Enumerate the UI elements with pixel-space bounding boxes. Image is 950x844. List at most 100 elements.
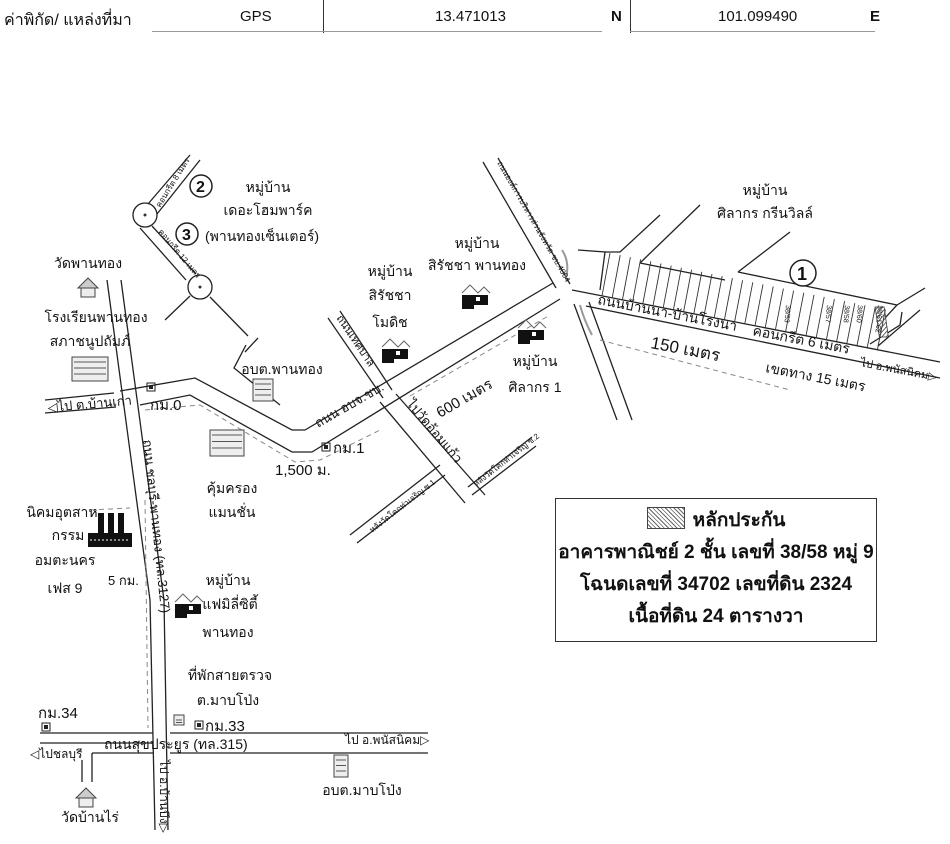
school-icon: [71, 356, 109, 382]
collateral-lot: [874, 306, 889, 338]
lot-divider: [652, 263, 662, 306]
village-icon: [381, 338, 411, 363]
route-dashes: [89, 314, 791, 729]
lot-divider: [764, 286, 774, 328]
km-marker-1: กม.1: [321, 440, 364, 457]
distance-1500m: 1,500 ม.: [275, 462, 331, 479]
road-label-concrete-6m: คอนกรีต 6 เมตร: [751, 322, 851, 357]
marker-2: 2: [189, 174, 213, 198]
road-label-sukprayoon: ถนนสุขประยูร (ทล.315): [104, 736, 248, 753]
road-label-to-phanat-bottom: ไป อ.พนัสนิคม▷: [344, 733, 430, 747]
place-mansion: คุ้มครอง: [207, 480, 258, 497]
place-school: โรงเรียนพานทอง: [44, 309, 147, 325]
lot-divider: [815, 296, 825, 338]
lot-divider: [785, 290, 795, 332]
lot-divider: [734, 280, 744, 322]
road-label-to-ban-bueng: ไป อ.บ้านบึง▷: [157, 759, 171, 834]
temple-icon: [76, 277, 100, 298]
police-box-icon: [173, 714, 185, 726]
road-label-thesaban: ถนนเทศบาล: [334, 313, 377, 369]
lot-divider: [683, 269, 693, 312]
place-amata-estate: อมตะนคร: [35, 552, 96, 568]
collateral-legend: หลักประกัน อาคารพาณิชย์ 2 ชั้น เลขที่ 38…: [555, 498, 877, 642]
hatch-swatch-icon: [646, 507, 685, 529]
place-obt-mabpong: อบต.มาบโป่ง: [322, 782, 402, 798]
svg-text:2: 2: [196, 179, 205, 196]
underline: [152, 31, 602, 32]
place-sirat-modish: โมดิช: [372, 314, 407, 330]
divider: [630, 0, 631, 33]
road-sukprayoon: [40, 732, 428, 782]
place-family-city: หมู่บ้าน: [206, 572, 251, 589]
road-label-soi-2: หลังวัดโคกท่าเจริญ ซ.2: [471, 431, 541, 489]
distance-5km: 5 กม.: [108, 573, 139, 588]
place-silakorn-greenville: หมู่บ้าน: [743, 182, 788, 199]
place-amata-estate: เฟส 9: [48, 580, 83, 596]
lot-number: 38/58: [841, 305, 850, 323]
place-amata-estate: กรรม: [52, 527, 85, 543]
place-sirat-modish: สิรัชชา: [369, 287, 412, 303]
lot-divider: [621, 257, 631, 300]
village-icon: [517, 319, 547, 344]
lot-divider: [795, 292, 805, 334]
lot-divider: [754, 284, 764, 326]
lot-number: 38/57: [823, 305, 832, 323]
place-wat-phanthong: วัดพานทอง: [54, 255, 122, 271]
road-label-to-phanat-top: ไป อ.พนัสนิคม▷: [858, 356, 938, 384]
coordinate-header: ค่าพิกัด/ แหล่งที่มา GPS 13.471013 N 101…: [0, 0, 950, 36]
temple-icon: [74, 787, 98, 808]
lot-divider: [836, 301, 846, 342]
svg-text:กม.0: กม.0: [150, 397, 181, 414]
village-icon: [461, 284, 491, 309]
lot-divider: [856, 305, 866, 346]
lot-number: 38/60: [854, 305, 863, 323]
place-school: สภาชนูปถัมภ์: [50, 333, 131, 350]
legend-deed: โฉนดเลขที่ 34702 เลขที่ดิน 2324: [579, 574, 853, 595]
lot-divider: [866, 307, 876, 348]
factory-icon: [88, 513, 132, 547]
lot-number: 38/53: [782, 305, 791, 323]
legend-collateral-label: หลักประกัน: [692, 510, 786, 531]
road-label-soi-1: หลังวัดโคกท่าเจริญ ซ.1: [367, 477, 437, 535]
road-to-ban-kao: [44, 392, 117, 414]
government-office-icon: [333, 754, 349, 778]
lot-divider: [825, 298, 835, 340]
lot-divider: [744, 282, 754, 324]
lot-divider: [713, 275, 723, 318]
road-oborjor: [119, 282, 561, 453]
lot-divider: [632, 259, 642, 302]
place-the-home-park: หมู่บ้าน: [246, 179, 291, 196]
marker-1: 1: [789, 259, 817, 287]
place-amata-estate: นิคมอุตสาห: [26, 504, 97, 521]
legend-building: อาคารพาณิชย์ 2 ชั้น เลขที่ 38/58 หมู่ 9: [558, 542, 874, 563]
road-ongkan-4004: [482, 157, 633, 421]
place-sirat-phanthong: สิรัชชา พานทอง: [428, 257, 526, 273]
road-label-concrete-8m: คอนกรีต 8 เมตร: [154, 156, 192, 209]
place-labels: หมู่บ้าน ศิลากร กรีนวิลล์ หมู่บ้าน เดอะโ…: [26, 179, 813, 825]
lot-number: 38/61-62: [874, 305, 883, 333]
coordinate-label: ค่าพิกัด/ แหล่งที่มา: [4, 12, 132, 29]
distance-150m: 150 เมตร: [649, 333, 722, 365]
village-icon: [174, 593, 204, 618]
place-wat-ban-rai: วัดบ้านไร่: [61, 809, 119, 825]
svg-text:กม.1: กม.1: [333, 440, 364, 457]
place-silakorn-greenville: ศิลากร กรีนวิลล์: [717, 205, 813, 221]
latitude-value: 13.471013: [435, 8, 506, 25]
road-label-oborjor: ถนน อบจ.ชบ.: [312, 379, 386, 431]
place-family-city: พานทอง: [202, 624, 253, 640]
legend-area: เนื้อที่ดิน 24 ตารางวา: [628, 606, 804, 627]
coordinate-source: GPS: [240, 8, 272, 25]
distance-600m: 600 เมตร: [434, 376, 496, 422]
place-sirat-modish: หมู่บ้าน: [368, 263, 413, 280]
lot-divider: [846, 303, 856, 344]
lot-divider: [601, 252, 611, 296]
km-marker-0: กม.0: [146, 382, 181, 414]
road-thesaban: [327, 310, 393, 399]
lot-divider: [723, 278, 733, 320]
road-label-to-ban-kao: ◁ไป ต.บ้านเก่า: [47, 393, 133, 415]
place-the-home-park: เดอะโฮมพาร์ค: [223, 202, 312, 218]
mansion-icon: [209, 429, 245, 457]
lot-block: [577, 204, 926, 350]
lot-divider: [693, 271, 703, 314]
